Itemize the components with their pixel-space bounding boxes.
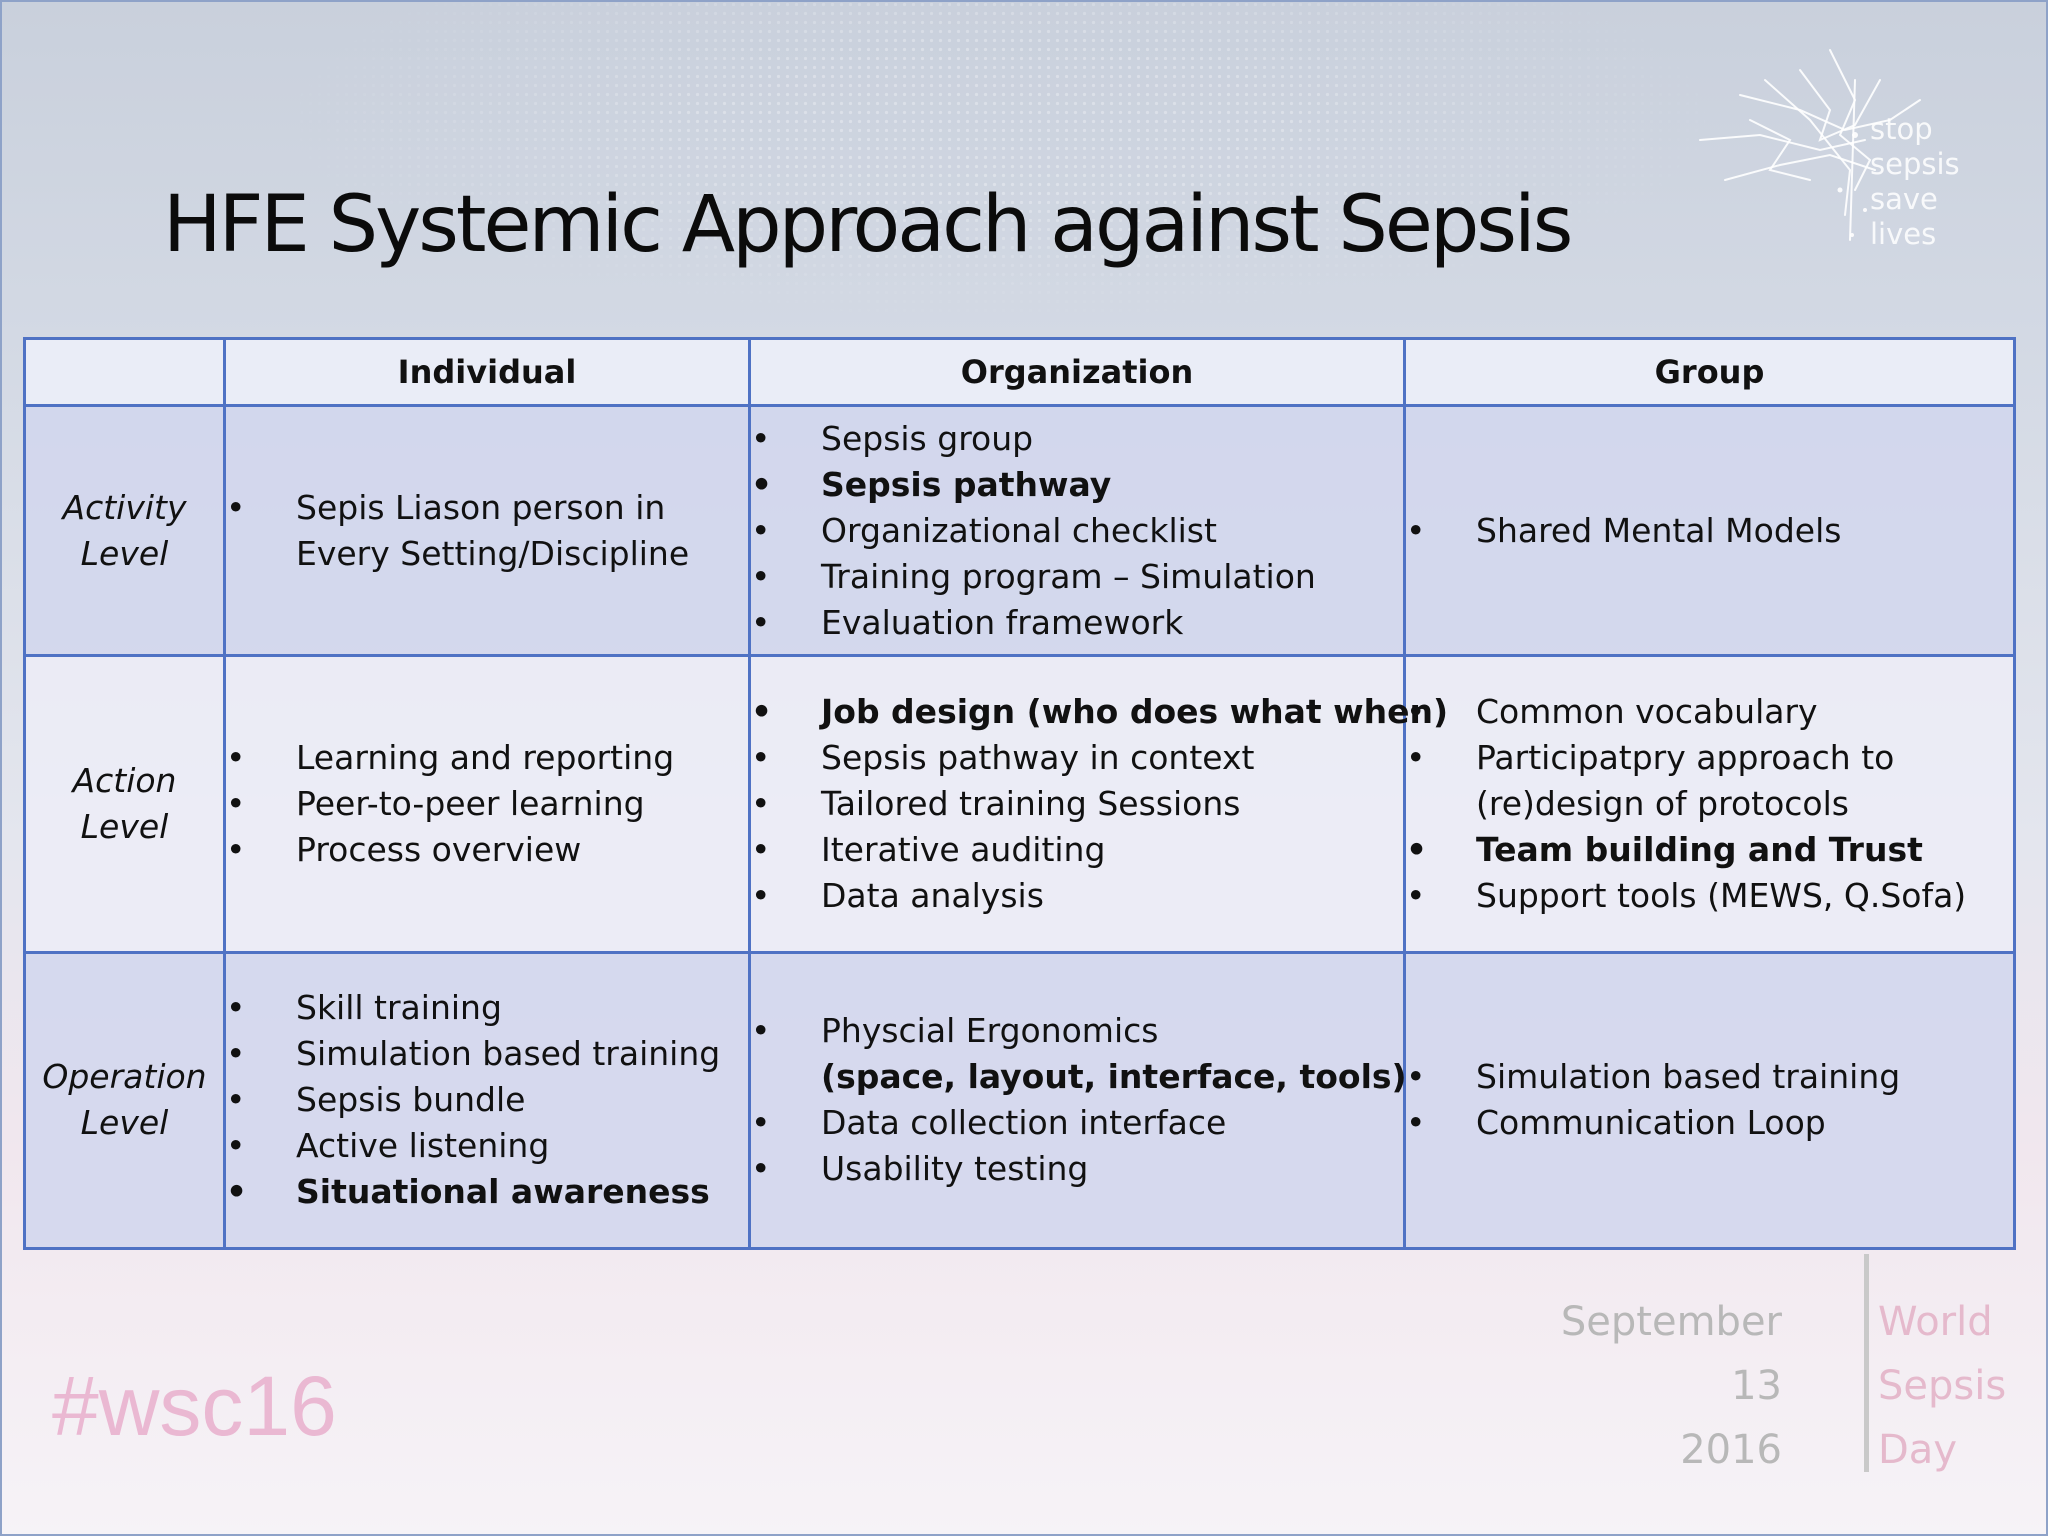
wsd-date-line: 2016 [1680, 1427, 1782, 1473]
world-map-background [0, 0, 2048, 360]
list-item: Training program – Simulation [751, 554, 1403, 600]
list-item: Evaluation framework [751, 600, 1403, 646]
table-row-action: Action Level Learning and reporting Peer… [23, 654, 2016, 954]
cell-action-group: Common vocabulary Participatpry approach… [1403, 654, 2016, 954]
list-item: Data analysis [751, 873, 1403, 919]
list-item: Common vocabulary [1406, 689, 2013, 735]
wsd-event-line: Sepsis [1878, 1363, 2007, 1409]
list-item: Participatpry approach to (re)design of … [1406, 735, 2013, 827]
cell-operation-organization: Physcial Ergonomics (space, layout, inte… [748, 950, 1407, 1251]
cell-activity-group: Shared Mental Models [1403, 403, 2016, 658]
wsd-date-line: 13 [1731, 1363, 1782, 1409]
logo-tagline: stop sepsis save lives [1870, 112, 1960, 252]
cell-activity-organization: Sepsis group Sepsis pathway Organization… [748, 403, 1406, 658]
logo-line: sepsis [1870, 147, 1960, 181]
hashtag-text: #wsc16 [52, 1359, 337, 1453]
slide-title: HFE Systemic Approach against Sepsis [163, 180, 1573, 270]
list-item: Situational awareness [226, 1169, 748, 1215]
cell-action-organization: Job design (who does what when) Sepsis p… [748, 654, 1448, 954]
header-individual: Individual [223, 337, 751, 407]
cell-operation-group: Simulation based training Communication … [1403, 950, 2016, 1251]
row-label-action: Action Level [23, 654, 226, 954]
wsd-event-line: Day [1878, 1427, 1957, 1473]
list-item: Tailored training Sessions [751, 781, 1403, 827]
list-item: Simulation based training [226, 1031, 748, 1077]
list-item: Peer-to-peer learning [226, 781, 748, 827]
list-item: Organizational checklist [751, 508, 1403, 554]
logo-line: lives [1870, 217, 1937, 251]
list-item: Sepsis pathway [751, 462, 1403, 508]
list-item: Sepsis pathway in context [751, 735, 1403, 781]
logo-line: save [1870, 182, 1938, 216]
list-item: Simulation based training [1406, 1054, 2013, 1100]
list-item: Data collection interface [751, 1100, 1403, 1146]
cell-action-individual: Learning and reporting Peer-to-peer lear… [223, 654, 751, 954]
stop-sepsis-logo-icon [1699, 49, 1921, 241]
list-item: Skill training [226, 985, 748, 1031]
list-item: Job design (who does what when) [751, 689, 1448, 735]
list-item: Iterative auditing [751, 827, 1403, 873]
wsd-date-line: September [1560, 1299, 1782, 1345]
hfe-approach-table: Individual Organization Group Activity L… [23, 337, 2016, 1251]
header-empty [23, 337, 226, 407]
header-organization: Organization [748, 337, 1406, 407]
header-group: Group [1403, 337, 2016, 407]
world-sepsis-day-logo: September 13 2016 World Sepsis Day [1561, 1250, 2020, 1482]
list-item: Sepis Liason person in Every Setting/Dis… [226, 485, 748, 577]
list-item: Team building and Trust [1406, 827, 2013, 873]
row-label-activity: Activity Level [23, 403, 226, 658]
row-label-operation: Operation Level [23, 950, 226, 1251]
list-item: Usability testing [751, 1146, 1403, 1192]
table-row-activity: Activity Level Sepis Liason person in Ev… [23, 403, 2016, 658]
list-item: Sepsis bundle [226, 1077, 748, 1123]
cell-activity-individual: Sepis Liason person in Every Setting/Dis… [223, 403, 751, 658]
table-row-operation: Operation Level Skill training Simulatio… [23, 950, 2016, 1251]
wsd-event-line: World [1878, 1299, 1993, 1345]
list-item: Communication Loop [1406, 1100, 2013, 1146]
table-header-row: Individual Organization Group [23, 337, 2016, 407]
wsd-date: September 13 2016 [1561, 1290, 1782, 1482]
list-item: Sepsis group [751, 416, 1403, 462]
logo-line: stop [1870, 112, 1933, 146]
list-item: Active listening [226, 1123, 748, 1169]
list-item: Physcial Ergonomics (space, layout, inte… [751, 1008, 1407, 1100]
list-item: Shared Mental Models [1406, 508, 2013, 554]
cell-operation-individual: Skill training Simulation based training… [223, 950, 751, 1251]
list-item: Learning and reporting [226, 735, 748, 781]
list-item: Process overview [226, 827, 748, 873]
wsd-event: World Sepsis Day [1878, 1290, 2006, 1482]
list-item: Support tools (MEWS, Q.Sofa) [1406, 873, 2013, 919]
divider-bar [1864, 1254, 1869, 1472]
